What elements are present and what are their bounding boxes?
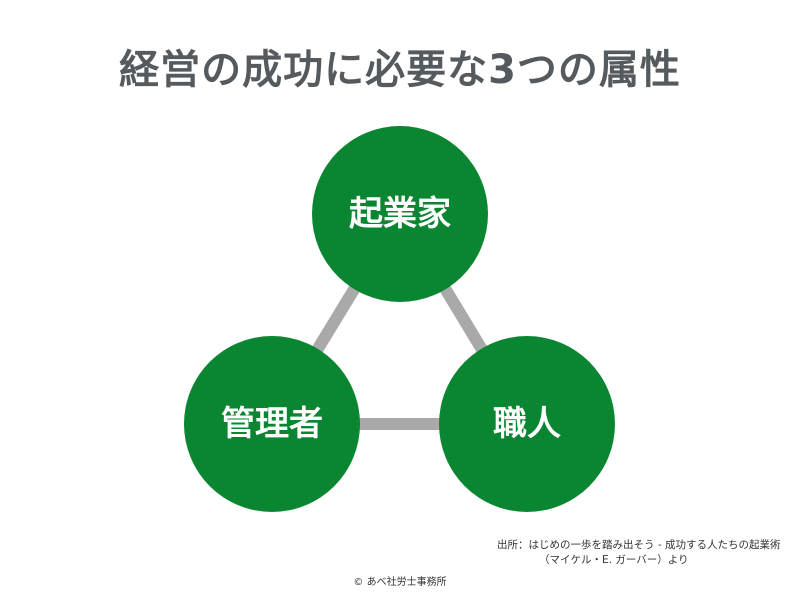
source-citation: 出所：はじめの一歩を踏み出そう - 成功する人たちの起業術 （マイケル・E. ガ… bbox=[497, 538, 792, 568]
source-line-2: （マイケル・E. ガーバー）より bbox=[539, 554, 689, 566]
node-manager-circle bbox=[184, 336, 360, 512]
node-entrepreneur-circle bbox=[312, 126, 488, 302]
page-title: 経営の成功に必要な3つの属性 bbox=[119, 47, 681, 93]
copyright-notice: © あべ社労士事務所 bbox=[353, 577, 447, 588]
node-technician: 職人 bbox=[439, 336, 615, 512]
node-entrepreneur: 起業家 bbox=[312, 126, 488, 302]
node-manager: 管理者 bbox=[184, 336, 360, 512]
source-line-1: 出所：はじめの一歩を踏み出そう - 成功する人たちの起業術 bbox=[497, 539, 781, 551]
node-technician-circle bbox=[439, 336, 615, 512]
node-entrepreneur-label: 起業家 bbox=[349, 194, 451, 234]
node-technician-label: 職人 bbox=[493, 404, 561, 444]
node-manager-label: 管理者 bbox=[221, 404, 323, 444]
